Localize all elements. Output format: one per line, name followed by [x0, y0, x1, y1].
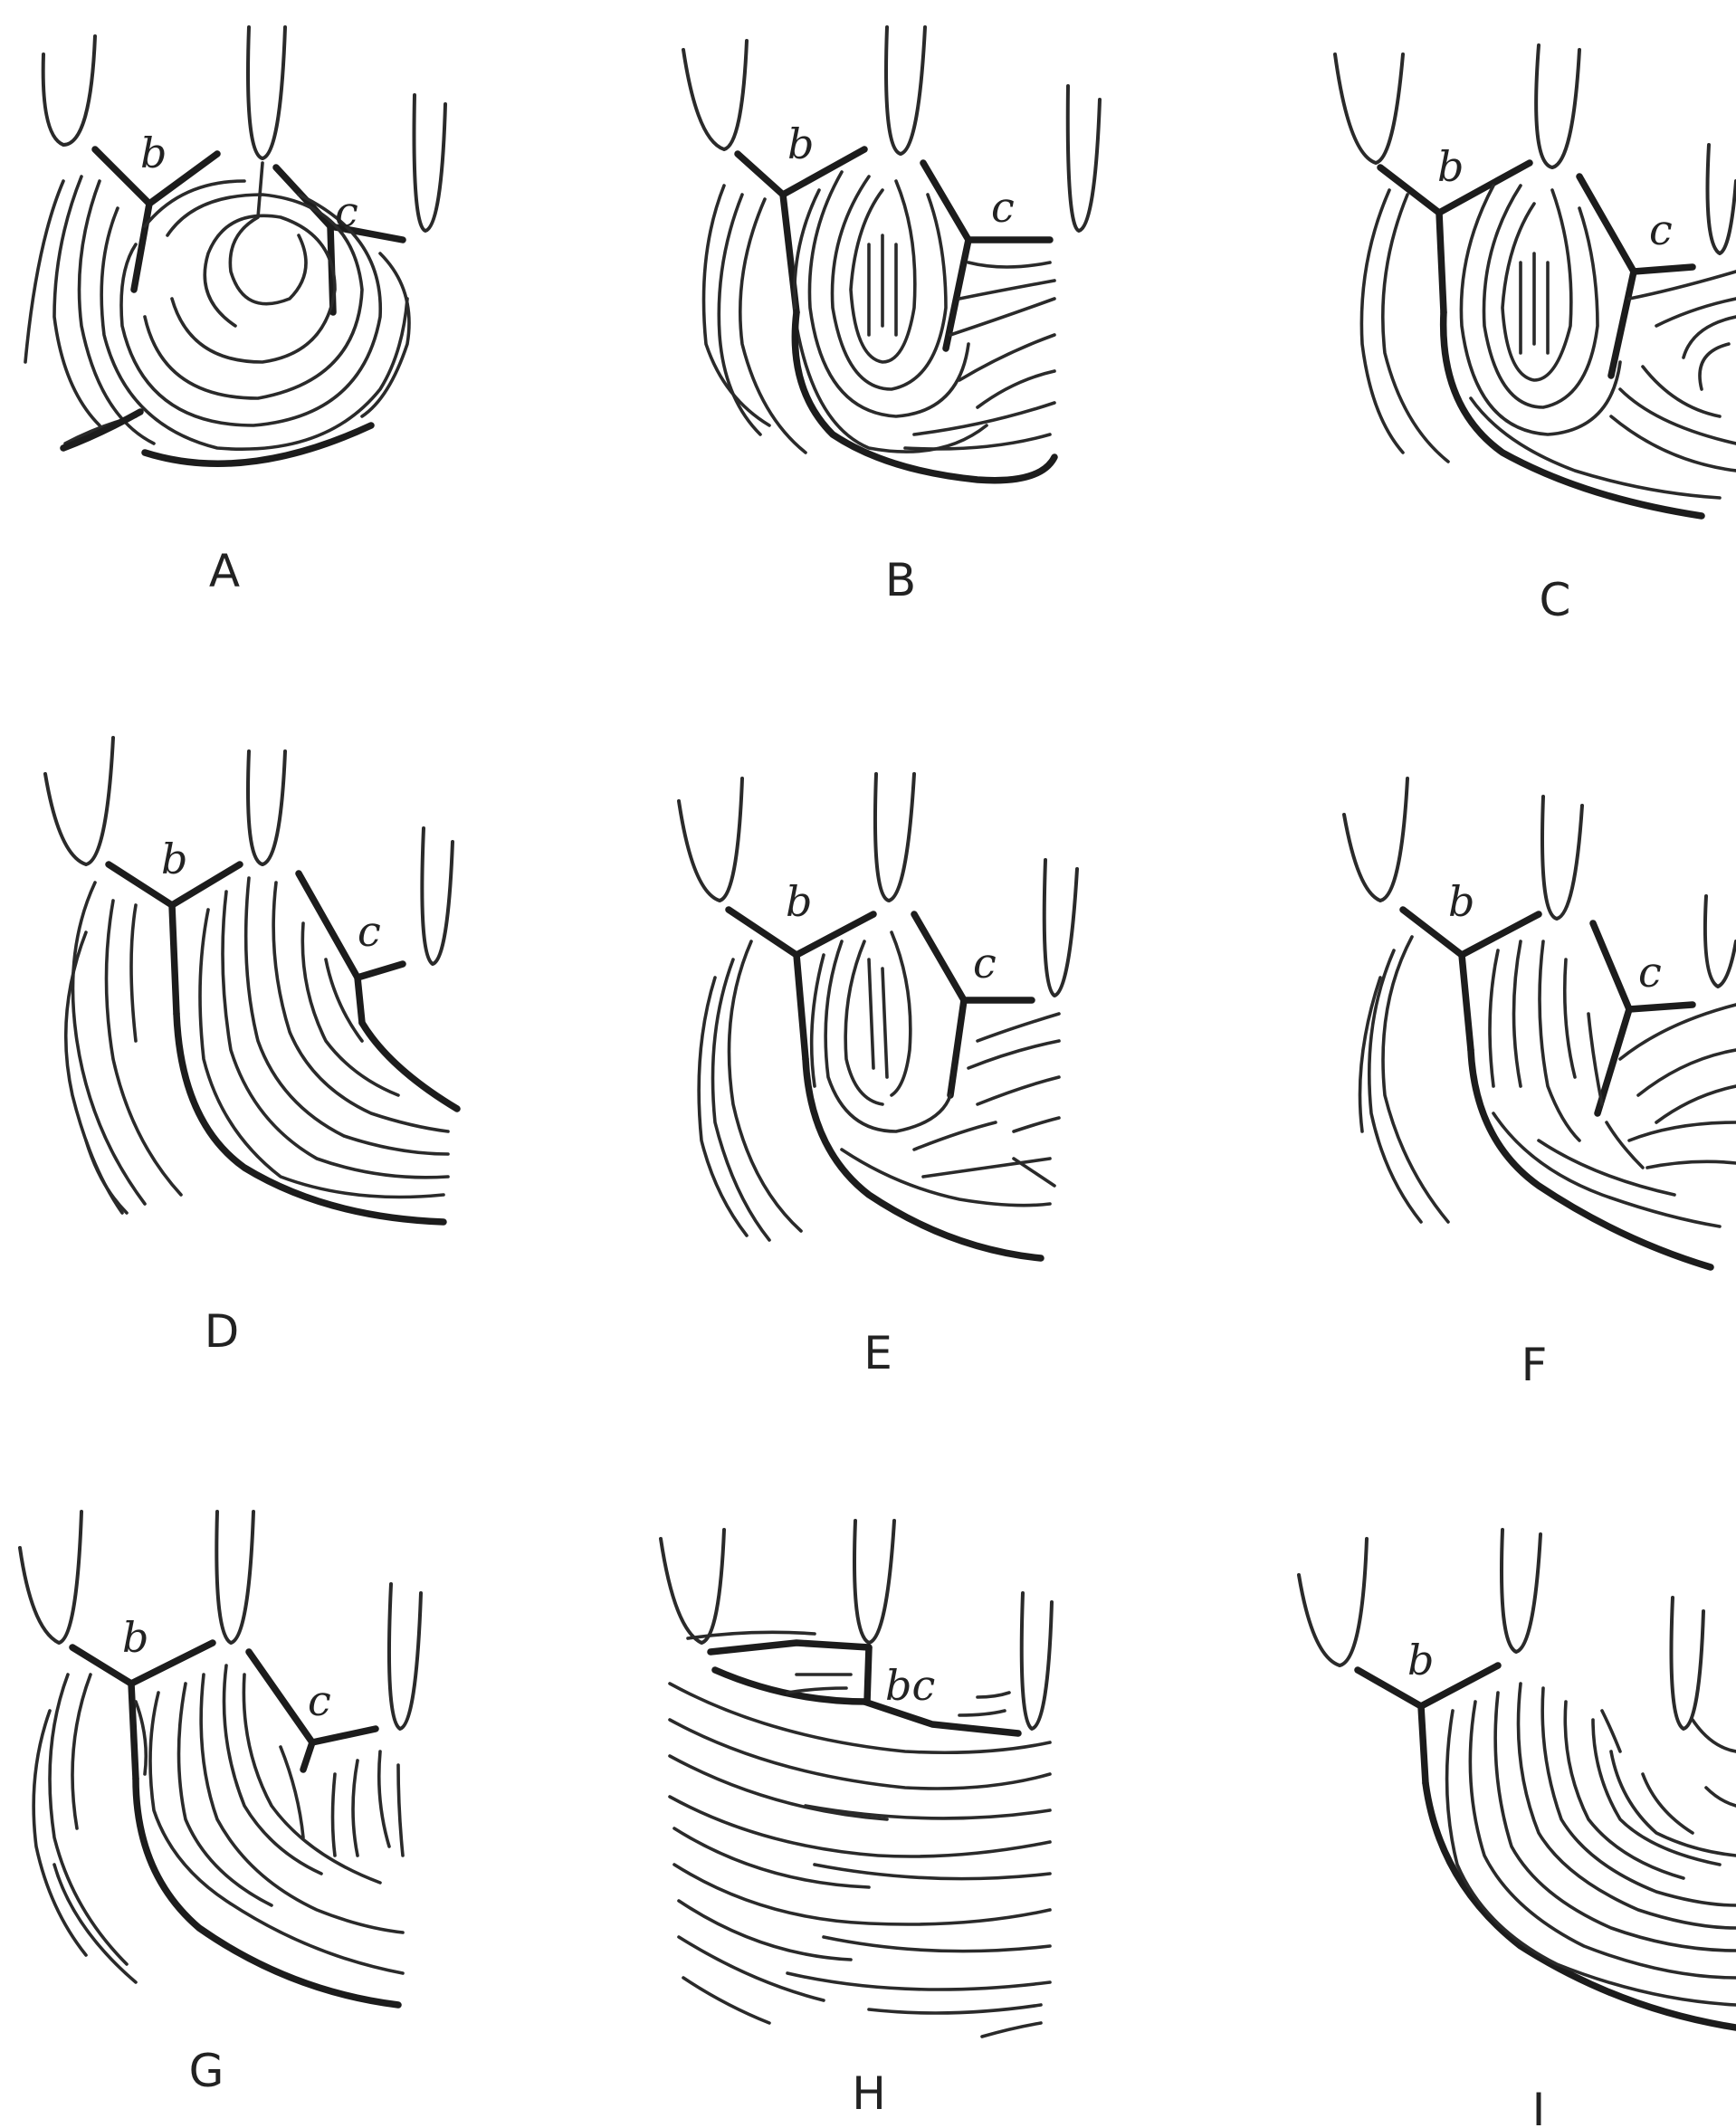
panel-i-labels: b I [1407, 1636, 1545, 2128]
panel-h-label-bc: bc [885, 1661, 935, 1710]
panel-b-label: B [885, 554, 916, 606]
panel-g-label-c: c [308, 1676, 331, 1725]
panel-d-label-b: b [161, 835, 187, 883]
panel-d-label: D [205, 1305, 240, 1358]
panel-c-label-c: c [1649, 205, 1673, 254]
panel-h-ridges [670, 1632, 1050, 2037]
panel-b-label-c: c [991, 183, 1015, 232]
panel-b-triradius-b [738, 149, 864, 312]
panel-d: b c D [45, 738, 457, 1358]
panel-d-fingers [45, 738, 453, 964]
panel-f-ridges [1360, 937, 1736, 1267]
panel-b-fingers [683, 27, 1100, 231]
panel-a-fingers [43, 27, 445, 231]
panel-a-label: A [209, 545, 240, 597]
panel-d-triradius-b [109, 864, 240, 1014]
panel-f-label-b: b [1448, 877, 1474, 926]
panel-c-fingers [1335, 45, 1736, 253]
panel-h-labels: bc H [852, 1661, 935, 2120]
panel-g-ridges [33, 1665, 403, 2005]
panel-a-label-b: b [140, 129, 167, 177]
panel-i-label: I [1532, 2084, 1546, 2128]
panel-i-label-b: b [1407, 1636, 1434, 1684]
panel-c-ridges [1361, 186, 1736, 516]
panel-g-labels: b c G [122, 1613, 331, 2097]
panel-c-triradius-c [1579, 177, 1693, 376]
panel-h: bc H [661, 1521, 1052, 2120]
panel-f-labels: b c F [1448, 877, 1662, 1391]
panel-c-label-b: b [1437, 142, 1464, 191]
panel-g-fingers [20, 1512, 421, 1729]
panel-f: b c F [1344, 778, 1736, 1391]
panel-f-label-c: c [1638, 948, 1662, 997]
panel-e-fingers [679, 774, 1077, 996]
panel-d-ridges [66, 878, 457, 1222]
panel-d-label-c: c [358, 907, 381, 956]
panel-f-label: F [1521, 1339, 1548, 1391]
panel-i: b I [1299, 1530, 1736, 2128]
panel-e-label-c: c [973, 939, 997, 988]
panel-e-label: E [863, 1327, 892, 1379]
panel-c-labels: b c C [1437, 142, 1673, 626]
panel-b: b c B [683, 27, 1100, 606]
panel-g: b c G [20, 1512, 421, 2097]
panel-f-triradius-b [1403, 910, 1539, 1050]
panel-h-label: H [852, 2067, 886, 2120]
panel-e-ridges [699, 932, 1059, 1258]
panel-i-ridges [1426, 1684, 1736, 2028]
panel-g-triradius-b [72, 1643, 213, 1779]
panel-d-triradius-c [299, 873, 403, 1023]
panel-i-fingers [1299, 1530, 1703, 1729]
panel-g-label: G [189, 2045, 224, 2097]
panel-c-label: C [1540, 574, 1571, 626]
panel-e: b c E [679, 774, 1077, 1379]
panel-a-label-c: c [335, 187, 358, 236]
panel-c: b c C [1335, 45, 1736, 626]
panel-e-label-b: b [786, 877, 812, 926]
panel-a: b c A [25, 27, 445, 597]
panel-g-label-b: b [122, 1613, 148, 1662]
panel-b-label-b: b [787, 119, 814, 168]
